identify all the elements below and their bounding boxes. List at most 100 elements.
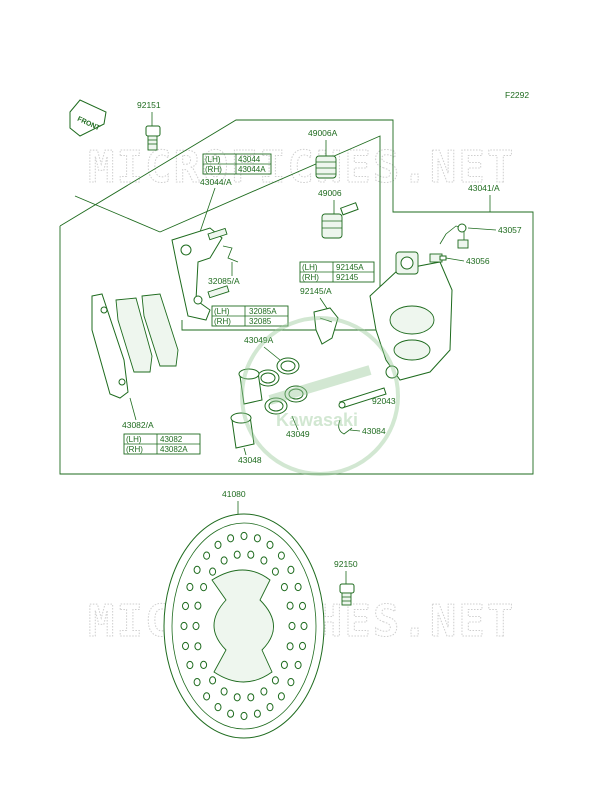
disc-hole [233, 693, 241, 702]
pin-49006-icon [321, 202, 359, 239]
table-43082: (LH) 43082 (RH) 43082A [123, 433, 201, 455]
disc-hole [193, 678, 201, 687]
disc-hole [194, 642, 202, 651]
disc-hole [209, 567, 217, 576]
label-49006A: 49006A [308, 128, 338, 138]
brake-disc-41080-icon [163, 513, 325, 739]
table-32085: (LH) 32085A (RH) 32085 [211, 305, 289, 327]
bolt-92150-icon [339, 583, 355, 606]
svg-text:(LH): (LH) [302, 263, 318, 272]
seal-43049A-icon [256, 357, 300, 387]
disc-hole [277, 692, 285, 701]
disc-hole [240, 711, 248, 721]
label-43044A: 43044/A [200, 177, 232, 187]
clip-32085-icon [222, 245, 239, 263]
disc-hole [280, 660, 288, 670]
svg-text:(RH): (RH) [205, 165, 222, 174]
brake-pads-icon [91, 293, 179, 399]
kawasaki-watermark-text: Kawasaki [276, 410, 358, 430]
label-43056: 43056 [466, 256, 490, 266]
label-43084: 43084 [362, 426, 386, 436]
label-43082A: 43082/A [122, 420, 154, 430]
disc-hole [247, 550, 255, 559]
diagram-id: F2292 [505, 90, 529, 100]
disc-hole [253, 534, 261, 543]
svg-text:(LH): (LH) [214, 307, 230, 316]
svg-text:(RH): (RH) [214, 317, 231, 326]
svg-text:43082A: 43082A [160, 445, 188, 454]
disc-hole [192, 621, 200, 631]
disc-hole [286, 601, 294, 610]
svg-text:32085A: 32085A [249, 307, 277, 316]
disc-hole [220, 687, 228, 696]
svg-text:32085: 32085 [249, 317, 272, 326]
caliper-holder-icon [171, 227, 230, 321]
disc-hole [294, 660, 302, 670]
bleeder-43056-icon [429, 253, 447, 263]
caliper-body-icon [369, 251, 453, 381]
disc-hole [214, 703, 222, 712]
bolt-92151-icon [145, 125, 161, 151]
piston-43048-icon [230, 368, 263, 449]
disc-hole [253, 709, 261, 718]
disc-hole [209, 676, 217, 685]
disc-hole [227, 709, 235, 718]
disc-hole [220, 556, 228, 565]
kawasaki-watermark-logo: Kawasaki [240, 316, 400, 476]
label-41080: 41080 [222, 489, 246, 499]
disc-hole [266, 703, 274, 712]
fitting-43057-icon [439, 223, 469, 249]
disc-hole [260, 687, 268, 696]
svg-text:(RH): (RH) [126, 445, 143, 454]
clip-43084-icon [338, 419, 353, 435]
disc-hole [200, 660, 208, 670]
front-arrow-icon: FRONT [69, 99, 107, 137]
disc-hole [280, 583, 288, 592]
seal-43049-icon [264, 385, 308, 415]
disc-hole [247, 693, 255, 702]
boot-49006A-icon [315, 155, 337, 179]
label-92043: 92043 [372, 396, 396, 406]
disc-hole [288, 621, 296, 631]
disc-hole [294, 582, 302, 592]
label-92145A: 92145/A [300, 286, 332, 296]
label-43057: 43057 [498, 225, 522, 235]
label-43041A: 43041/A [468, 183, 500, 193]
svg-text:(LH): (LH) [205, 155, 221, 164]
svg-text:92145A: 92145A [336, 263, 364, 272]
svg-text:43082: 43082 [160, 435, 183, 444]
label-92150: 92150 [334, 559, 358, 569]
label-43048: 43048 [238, 455, 262, 465]
label-92151: 92151 [137, 100, 161, 110]
disc-hole [271, 676, 279, 685]
svg-text:43044: 43044 [238, 155, 261, 164]
label-43049A: 43049A [244, 335, 274, 345]
svg-text:(RH): (RH) [302, 273, 319, 282]
label-43049: 43049 [286, 429, 310, 439]
svg-text:(LH): (LH) [126, 435, 142, 444]
disc-hole [287, 678, 295, 687]
disc-hole [260, 556, 268, 565]
svg-text:43044A: 43044A [238, 165, 266, 174]
disc-hole [180, 621, 188, 631]
disc-hole [186, 660, 194, 670]
watermark-top: MICROFICHES.NET [88, 142, 515, 193]
disc-hole [271, 567, 279, 576]
svg-text:92145: 92145 [336, 273, 359, 282]
disc-hole [203, 551, 211, 560]
spring-92145-icon [313, 307, 339, 345]
disc-hole [227, 534, 235, 543]
disc-hole [182, 601, 189, 611]
disc-hole [200, 583, 208, 592]
pad-pin-92043-icon [338, 387, 387, 409]
holder-frame-link [74, 195, 161, 233]
disc-hole [193, 565, 201, 575]
disc-hole [287, 565, 295, 575]
table-43044: (LH) 43044 (RH) 43044A [202, 153, 272, 175]
disc-hole [299, 601, 306, 611]
disc-hole [182, 641, 189, 651]
disc-hole [233, 550, 241, 559]
label-32085A: 32085/A [208, 276, 240, 286]
disc-hole [299, 641, 306, 651]
